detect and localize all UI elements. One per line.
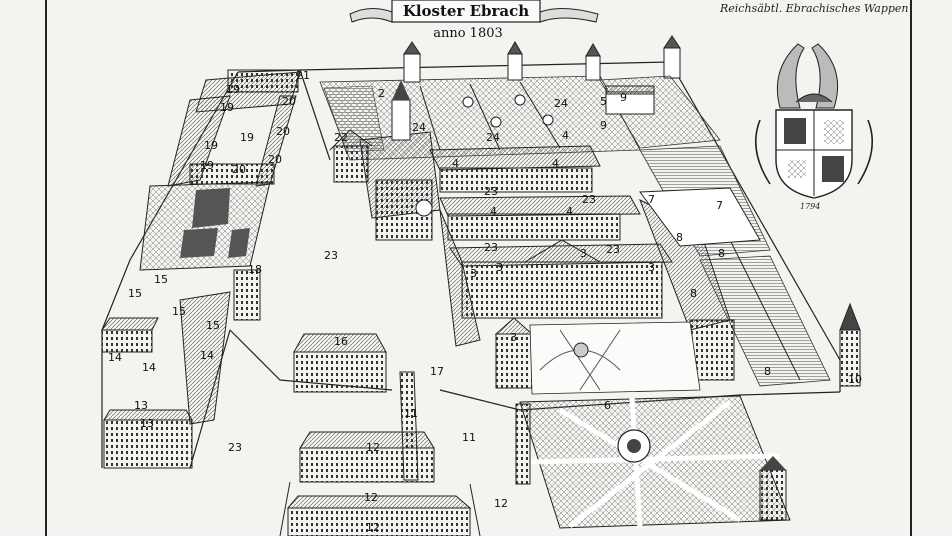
plan-number: 11 [462,431,476,444]
plan-number: 23 [606,243,620,256]
plan-number: 4 [552,157,559,170]
abbey-wings [429,145,761,389]
plan-number: 24 [554,97,568,110]
plan-number: 12 [366,521,380,534]
plan-number: 6 [604,399,611,412]
plan-number: 23 [324,249,338,262]
plan-number: 3 [510,331,517,344]
plan-number: 3 [496,261,503,274]
plan-number: 12 [364,491,378,504]
plan-number: 23 [582,193,596,206]
plan-number: 3 [648,261,655,274]
plan-number: 3 [580,247,587,260]
plan-number: 4 [562,129,569,142]
plan-number: 19 [204,139,218,152]
frame-border [45,0,912,536]
plan-number: 21 [296,69,310,82]
plan-number: 5 [600,95,607,108]
south-gate-buildings [279,371,481,536]
east-gate-tower [839,302,861,387]
plan-title: Kloster Ebrach [402,2,530,20]
plan-number: 22 [334,131,348,144]
plan-number: 8 [676,231,683,244]
plan-number: 9 [600,119,607,132]
plan-number: 7 [648,193,655,206]
plan-number: 12 [494,497,508,510]
plan-number: 3 [470,267,477,280]
plan-number: 24 [486,131,500,144]
north-towers [403,35,681,83]
plan-number: 15 [154,273,168,286]
plan-number: 14 [142,361,156,374]
plan-number: 23 [484,185,498,198]
plan-number: 10 [848,373,862,386]
plan-number: 15 [128,287,142,300]
title-banner [349,0,599,23]
west-wings [139,69,301,271]
plan-number: 4 [452,157,459,170]
formal-garden [515,395,791,529]
plan-number: 23 [228,441,242,454]
plan-number: 20 [232,163,246,176]
southwest-buildings [101,269,261,469]
plan-number: 8 [764,365,771,378]
plan-number: 8 [718,247,725,260]
plan-number: 4 [566,205,573,218]
plan-number: 8 [690,287,697,300]
plan-number: 19 [220,101,234,114]
plan-number: 14 [200,349,214,362]
plan-number: 15 [206,319,220,332]
plan-number: 20 [268,153,282,166]
plan-number: 9 [620,91,627,104]
plan-number: 23 [484,241,498,254]
plan-number: 12 [366,441,380,454]
inner-courtyard [529,321,701,395]
plan-number: 19 [200,159,214,172]
plan-number: 13 [134,399,148,412]
coat-of-arms-year: 1794 [800,202,821,211]
plan-number: 20 [276,125,290,138]
plan-number: 11 [404,407,418,420]
plan-number: 19 [240,131,254,144]
coat-of-arms-caption: Reichsäbtl. Ebrachisches Wappen [720,2,909,15]
coat-of-arms [754,43,874,199]
plan-number: 20 [282,95,296,108]
plan-number: 14 [108,351,122,364]
plan-number: 16 [334,335,348,348]
plan-number: 15 [172,305,186,318]
plan-number: 24 [412,121,426,134]
plan-number: 7 [716,199,723,212]
plan-number: 13 [140,417,154,430]
church-complex [329,80,441,241]
plan-number: 2 [378,87,385,100]
plan-subtitle: anno 1803 [433,26,503,41]
plan-number: 17 [430,365,444,378]
plan-number: 18 [248,263,262,276]
plan-number: 19 [226,83,240,96]
plan-number: 4 [490,205,497,218]
building-16 [293,333,387,393]
